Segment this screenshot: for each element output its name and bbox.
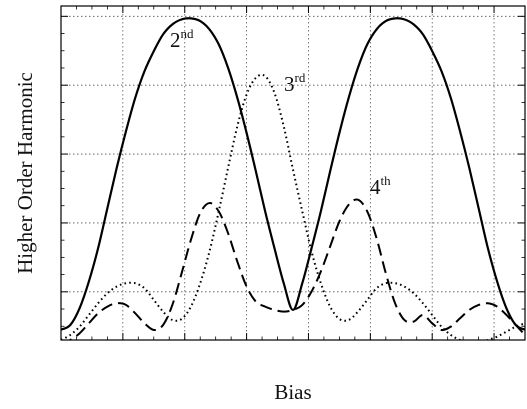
series-labels: 2nd 3rd 4th: [170, 26, 391, 199]
x-axis-label: Bias: [274, 380, 311, 404]
plot-frame: [60, 5, 526, 341]
plot-background: [61, 6, 525, 340]
series-label-3: 3rd: [284, 70, 306, 96]
series-line-3: [61, 73, 525, 340]
series-line-2: [61, 17, 525, 331]
series-line-4: [68, 198, 525, 340]
series-lines: [61, 17, 525, 340]
y-axis-label: Higher Order Harmonic: [13, 72, 37, 274]
series-label-2: 2nd: [170, 26, 194, 52]
series-label-4: 4th: [370, 173, 391, 199]
